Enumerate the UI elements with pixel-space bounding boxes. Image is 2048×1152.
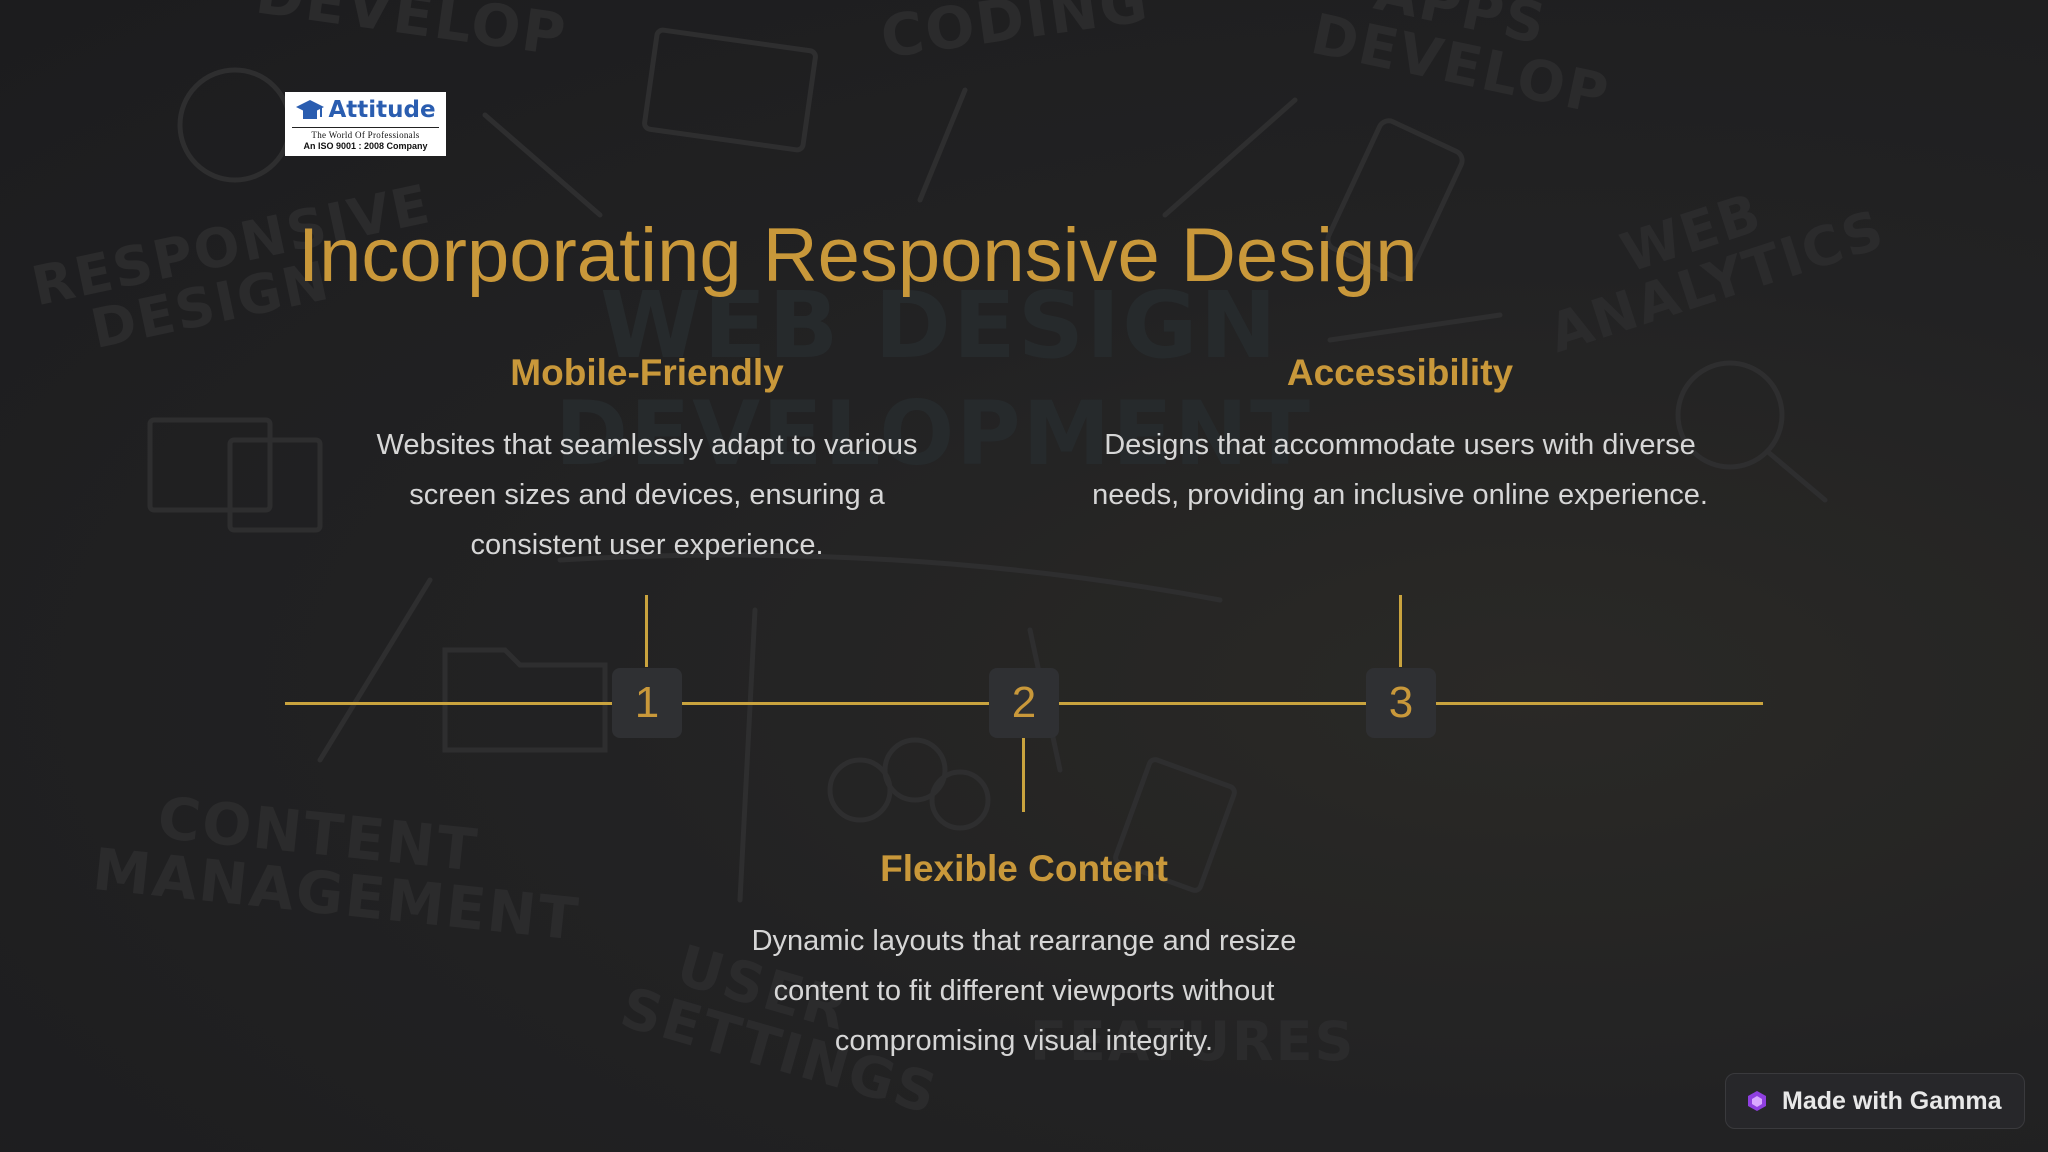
item-description: Websites that seamlessly adapt to variou…	[376, 429, 918, 561]
graduation-cap-icon	[296, 100, 325, 119]
timeline-item-flexible-content: Flexible Content Dynamic layouts that re…	[714, 848, 1334, 1066]
item-heading: Accessibility	[1286, 352, 1514, 393]
made-with-gamma-badge[interactable]: Made with Gamma	[1725, 1073, 2025, 1129]
timeline-connector-2	[1022, 738, 1025, 812]
item-heading: Flexible Content	[880, 848, 1168, 889]
background-word-web-design: WEB DESIGN	[600, 272, 1279, 379]
timeline-connector-1	[645, 595, 648, 667]
timeline-connector-3	[1399, 595, 1402, 667]
timeline-node-1: 1	[612, 668, 682, 738]
timeline-node-3: 3	[1366, 668, 1436, 738]
logo-tagline: The World Of Professionals	[311, 130, 420, 140]
timeline-node-2: 2	[989, 668, 1059, 738]
background-word-features: FEATURES	[1030, 1010, 1356, 1073]
logo-brand: Attitude	[328, 97, 436, 123]
timeline-item-accessibility: Accessibility Designs that accommodate u…	[1090, 352, 1710, 520]
background-word-development: DEVELOPMENT	[555, 382, 1312, 485]
item-description: Dynamic layouts that rearrange and resiz…	[751, 925, 1297, 1057]
timeline-item-mobile-friendly: Mobile-Friendly Websites that seamlessly…	[340, 352, 954, 570]
badge-label: Made with Gamma	[1782, 1086, 2002, 1115]
logo-divider	[292, 127, 439, 128]
logo-certification: An ISO 9001 : 2008 Company	[303, 141, 428, 151]
item-description: Designs that accommodate users with dive…	[1092, 429, 1708, 511]
slide-title: Incorporating Responsive Design	[298, 213, 1418, 298]
item-heading: Mobile-Friendly	[510, 352, 784, 393]
company-logo: Attitude The World Of Professionals An I…	[285, 92, 446, 156]
gamma-logo-icon	[1748, 1091, 1766, 1111]
